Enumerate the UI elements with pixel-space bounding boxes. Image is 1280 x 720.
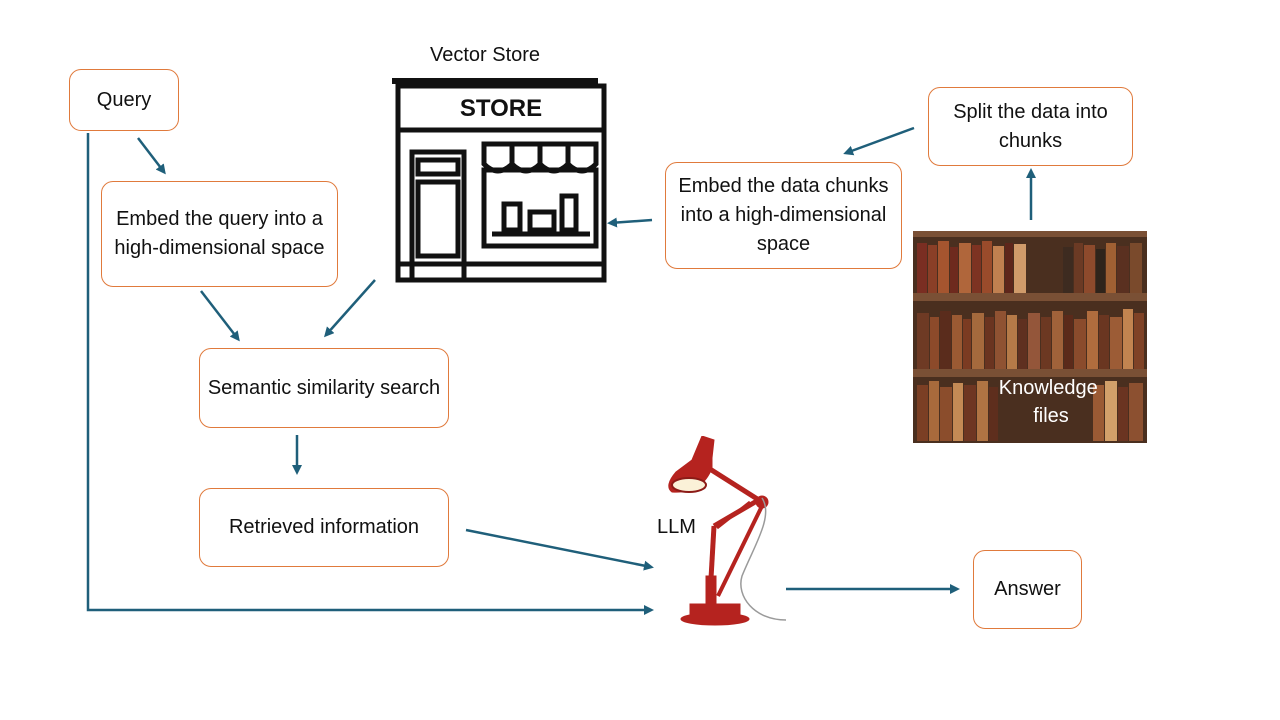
store-icon: STORE xyxy=(392,78,607,283)
bookshelf-image: Knowledge files xyxy=(913,231,1147,443)
store-sign-text: STORE xyxy=(460,95,542,122)
embed-query-box: Embed the query into a high-dimensional … xyxy=(101,181,338,287)
vector-store-label: Vector Store xyxy=(430,44,541,66)
embed-query-label: Embed the query into a high-dimensional … xyxy=(114,208,325,259)
arrow-query-to-embed xyxy=(137,137,166,175)
semantic-search-label: Semantic similarity search xyxy=(207,376,441,399)
query-box: Query xyxy=(69,69,179,131)
arrow-store-to-search xyxy=(324,279,376,338)
arrow-split-to-embed xyxy=(843,126,915,156)
knowledge-files-line-2: files xyxy=(1033,405,1069,427)
answer-label: Answer xyxy=(994,578,1061,600)
arrow-chunks-to-store xyxy=(607,217,653,228)
answer-box: Answer xyxy=(973,550,1082,629)
semantic-search-box: Semantic similarity search xyxy=(199,348,449,428)
query-label: Query xyxy=(96,88,152,111)
retrieved-info-box: Retrieved information xyxy=(199,488,449,567)
arrow-retrieved-to-llm xyxy=(465,528,654,571)
embed-chunks-label: Embed the data chunks into a high-dimens… xyxy=(678,175,889,255)
knowledge-files-line: Knowledge xyxy=(999,377,1098,399)
desk-lamp-image xyxy=(668,436,787,626)
split-label: Split the data into chunks xyxy=(953,100,1108,152)
arrow-query-to-llm xyxy=(86,133,654,615)
knowledge-files-label: Knowledge files xyxy=(999,377,1104,427)
llm-label: LLM xyxy=(657,516,696,538)
embed-chunks-box: Embed the data chunks into a high-dimens… xyxy=(665,162,902,269)
arrow-embed-to-search xyxy=(200,290,240,342)
split-box: Split the data into chunks xyxy=(928,87,1133,166)
retrieved-info-label: Retrieved information xyxy=(228,516,420,538)
